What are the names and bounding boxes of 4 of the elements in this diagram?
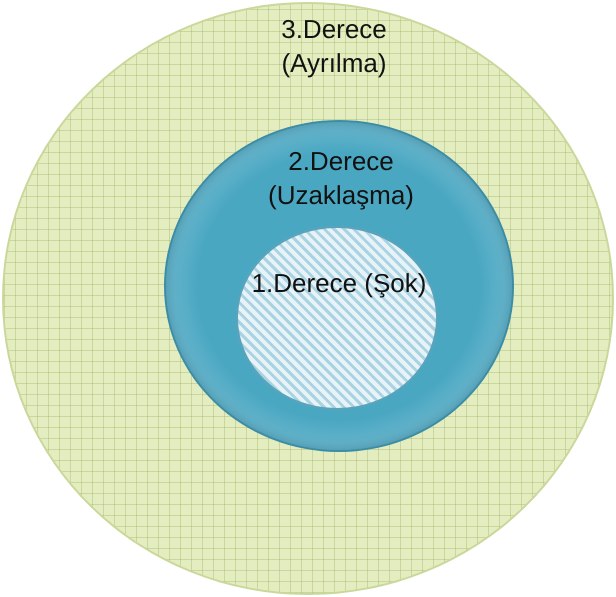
level-label: 1.Derece (Şok) [250, 267, 428, 300]
level-label: 3.Derece (Ayrılma) [280, 13, 388, 80]
level-label: 2.Derece (Uzaklaşma) [267, 145, 415, 212]
middle-ring [164, 120, 514, 452]
